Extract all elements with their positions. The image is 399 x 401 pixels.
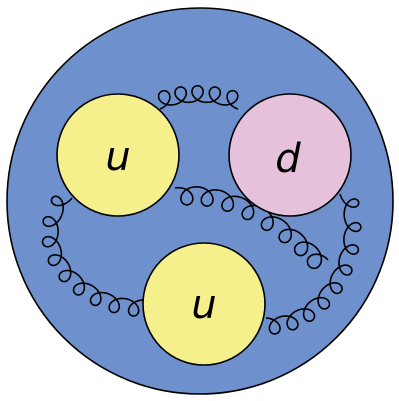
down-quark-label: d xyxy=(275,136,301,182)
up-quark-label: u xyxy=(105,134,130,180)
quark-down-top-right: d xyxy=(228,93,352,217)
gluon-u-d xyxy=(157,84,239,110)
quark-up-top-left: u xyxy=(56,93,180,217)
gluon-u-u xyxy=(41,195,144,317)
up-quark-circle xyxy=(56,93,180,217)
quark-up-bottom: u xyxy=(142,242,266,366)
up-quark-label-bottom: u xyxy=(191,282,216,328)
gluon-d-u xyxy=(265,193,362,335)
down-quark-circle xyxy=(228,93,352,217)
up-quark-circle-bottom xyxy=(142,242,266,366)
